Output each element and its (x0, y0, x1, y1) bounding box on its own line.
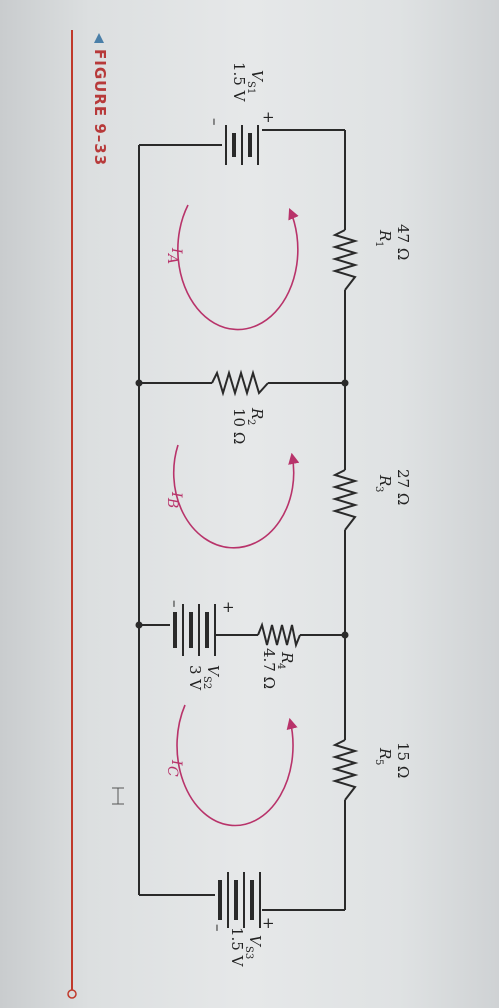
loop-arrow-ia (177, 204, 299, 331)
resistor-r4 (257, 621, 301, 649)
r5-value: 15 Ω (394, 742, 412, 778)
r3-value: 27 Ω (394, 469, 412, 505)
r3-name: R (376, 474, 394, 486)
vs2-minus: – (166, 600, 184, 608)
loop-ic-name: I (168, 759, 184, 766)
loop-ic-sub: C (164, 766, 180, 777)
vs1-value: 1.5 V (230, 62, 248, 103)
text-cursor-icon (112, 787, 124, 805)
vs3-plus: + (262, 914, 275, 932)
vs3-name: V (246, 935, 264, 948)
r3-sub: 3 (373, 486, 384, 492)
vs1-plus: + (262, 108, 275, 126)
junctions (135, 379, 349, 639)
figure-marker-icon (94, 33, 104, 43)
r2-value: 10 Ω (230, 408, 248, 444)
circuit-wires (138, 129, 346, 911)
loop-arrow-ib (172, 444, 300, 549)
r4-name: R (278, 651, 296, 663)
r5-sub: 5 (373, 759, 384, 765)
vs3-minus: – (209, 924, 227, 932)
loop-ib-sub: B (164, 497, 180, 508)
battery-vs1 (225, 125, 259, 165)
r4-sub: 4 (275, 663, 286, 669)
resistor-r3 (331, 469, 359, 531)
r1-value: 47 Ω (394, 224, 412, 260)
loop-ia-sub: A (164, 252, 180, 264)
loop-ia-name: I (168, 247, 184, 254)
loop-arrow-ic (176, 704, 298, 827)
vs3-value: 1.5 V (228, 927, 246, 968)
r2-name: R (248, 407, 266, 419)
resistor-r1 (331, 229, 359, 291)
vs2-name: V (204, 665, 222, 678)
rule-end-circle (67, 989, 77, 999)
r1-name: R (376, 229, 394, 241)
figure-label: FIGURE 9–33 (91, 49, 109, 166)
vs2-value: 3 V (186, 665, 204, 691)
battery-vs3 (218, 872, 261, 928)
r2-sub: 2 (245, 419, 256, 425)
vs1-minus: – (206, 118, 224, 126)
battery-vs2 (173, 604, 216, 656)
vs3-sub: S3 (243, 946, 254, 959)
vs2-plus: + (222, 598, 235, 616)
r5-name: R (376, 747, 394, 759)
vs2-sub: S2 (201, 676, 212, 689)
loop-ib-name: I (168, 491, 184, 498)
resistor-r2 (211, 369, 269, 397)
r4-value: 4.7 Ω (260, 648, 278, 689)
resistor-r5 (331, 739, 359, 801)
r1-sub: 1 (373, 241, 384, 247)
vs1-name: V (248, 70, 266, 83)
vs1-sub: S1 (245, 81, 256, 94)
